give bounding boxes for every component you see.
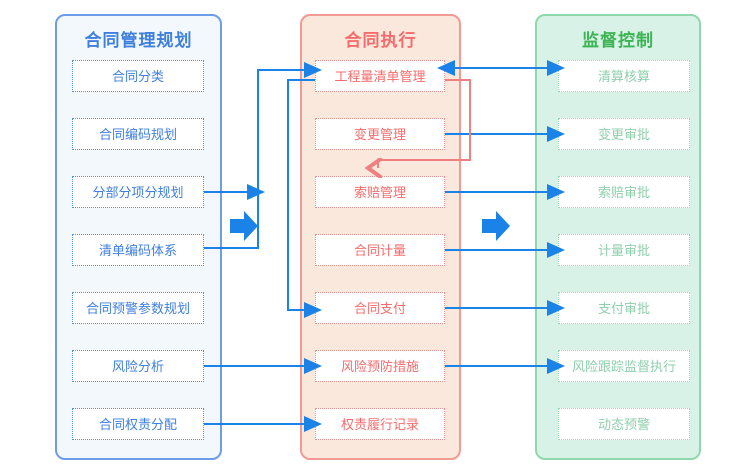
node-claim-management: 索赔管理 <box>315 176 445 208</box>
node-contract-classification: 合同分类 <box>72 60 204 92</box>
node-dynamic-warning: 动态预警 <box>558 408 690 440</box>
node-subdivision-plan: 分部分项分规划 <box>72 176 204 208</box>
panel-title-execution: 合同执行 <box>344 31 417 50</box>
node-risk-analysis: 风险分析 <box>72 350 204 382</box>
node-boq-coding-system: 清单编码体系 <box>72 234 204 266</box>
block-arrow-execution-to-supervision <box>482 211 510 241</box>
node-contract-coding-plan: 合同编码规划 <box>72 118 204 150</box>
panel-title-planning: 合同管理规划 <box>84 31 193 50</box>
node-change-approval: 变更审批 <box>558 118 690 150</box>
node-risk-tracking-supervision: 风险跟踪监督执行 <box>558 350 690 382</box>
node-measurement-approval: 计量审批 <box>558 234 690 266</box>
panel-title-supervision: 监督控制 <box>582 31 654 50</box>
node-risk-prevention: 风险预防措施 <box>315 350 445 382</box>
node-warning-parameter-plan: 合同预警参数规划 <box>72 292 204 324</box>
node-contract-payment: 合同支付 <box>315 292 445 324</box>
node-contract-measurement: 合同计量 <box>315 234 445 266</box>
node-boq-management: 工程量清单管理 <box>315 60 445 92</box>
node-settlement-accounting: 清算核算 <box>558 60 690 92</box>
node-change-management: 变更管理 <box>315 118 445 150</box>
node-payment-approval: 支付审批 <box>558 292 690 324</box>
node-responsibility-allocation: 合同权责分配 <box>72 408 204 440</box>
node-responsibility-record: 权责履行记录 <box>315 408 445 440</box>
node-claim-approval: 索赔审批 <box>558 176 690 208</box>
block-arrow-planning-to-execution <box>230 211 258 241</box>
